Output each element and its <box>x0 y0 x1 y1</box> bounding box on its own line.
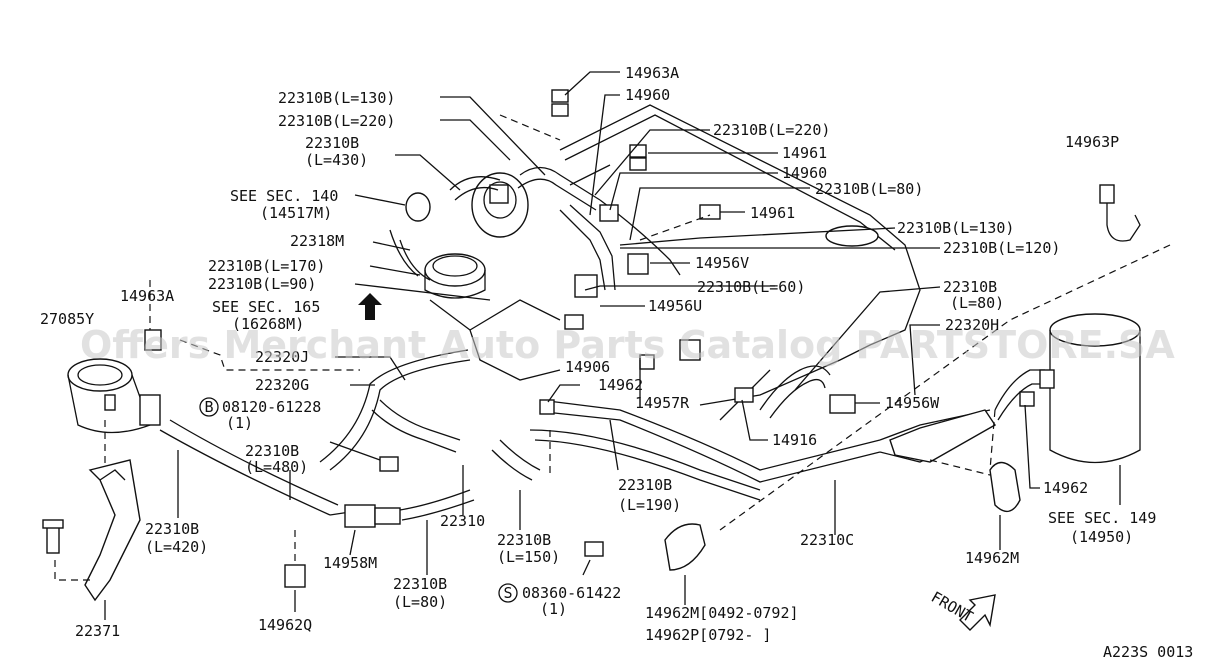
label-08120-61228: 08120-61228 <box>222 398 321 416</box>
label-14906: 14906 <box>565 358 610 376</box>
label-22310B-L150: 22310B <box>497 531 551 549</box>
label-qty-1-s: (1) <box>540 600 567 618</box>
marker-b: B <box>199 397 219 417</box>
label-14958M: 14958M <box>323 554 377 572</box>
label-22310B-L220-right: 22310B(L=220) <box>713 121 830 139</box>
label-22310B-L80-right: 22310B(L=80) <box>815 180 923 198</box>
label-22310B-L220-left: 22310B(L=220) <box>278 112 395 130</box>
label-qty-1-b: (1) <box>226 414 253 432</box>
diagram-code: A223S 0013 <box>1103 643 1193 661</box>
label-14961-b: 14961 <box>750 204 795 222</box>
part-labels: 14963A 14960 22310B(L=130) 22310B(L=220)… <box>40 64 1156 644</box>
label-22310B-L130-top: 22310B(L=130) <box>278 89 395 107</box>
label-22310B-L430: 22310B <box>305 134 359 152</box>
front-label: FRONT <box>928 588 976 626</box>
label-22310B-L90: 22310B(L=90) <box>208 275 316 293</box>
label-L430: (L=430) <box>305 151 368 169</box>
label-14963A-left: 14963A <box>120 287 174 305</box>
label-14961-a: 14961 <box>782 144 827 162</box>
label-22310B-L130-right: 22310B(L=130) <box>897 219 1014 237</box>
label-L480: (L=480) <box>245 458 308 476</box>
label-L190: (L=190) <box>618 496 681 514</box>
label-27085Y: 27085Y <box>40 310 94 328</box>
marker-b-letter: B <box>204 398 213 416</box>
label-14916: 14916 <box>772 431 817 449</box>
label-14960-b: 14960 <box>782 164 827 182</box>
label-22310B-L80-bottom: 22310B <box>393 575 447 593</box>
label-22371: 22371 <box>75 622 120 640</box>
label-L80-bottom: (L=80) <box>393 593 447 611</box>
watermark-text: Offers Merchant Auto Parts Catalog PARTS… <box>80 323 1175 367</box>
label-14517M: (14517M) <box>260 204 332 222</box>
label-22310B-L80-r2: 22310B <box>943 278 997 296</box>
bracket-22371 <box>42 420 141 602</box>
label-22310B-L170: 22310B(L=170) <box>208 257 325 275</box>
label-22320G: 22320G <box>255 376 309 394</box>
label-22320H: 22320H <box>945 316 999 334</box>
marker-s: S <box>498 583 518 603</box>
label-14960-top: 14960 <box>625 86 670 104</box>
label-14962-center: 14962 <box>598 376 643 394</box>
label-22310C: 22310C <box>800 531 854 549</box>
label-14950: (14950) <box>1070 528 1133 546</box>
leader-lines <box>104 71 1171 620</box>
label-22310B-L60: 22310B(L=60) <box>697 278 805 296</box>
label-22310B-L480: 22310B <box>245 442 299 460</box>
label-L80-r2: (L=80) <box>950 294 1004 312</box>
canister-27085Y <box>67 358 161 434</box>
label-14962-right: 14962 <box>1043 479 1088 497</box>
label-22318M: 22318M <box>290 232 344 250</box>
label-14956V: 14956V <box>695 254 749 272</box>
label-22310B-L190: 22310B <box>618 476 672 494</box>
label-22320J: 22320J <box>255 348 309 366</box>
label-L150: (L=150) <box>497 548 560 566</box>
label-22310B-L420: 22310B <box>145 520 199 538</box>
label-16268M: (16268M) <box>232 315 304 333</box>
label-14956W: 14956W <box>885 394 940 412</box>
marker-s-letter: S <box>503 584 512 602</box>
clips-connectors <box>144 89 1141 588</box>
label-22310: 22310 <box>440 512 485 530</box>
front-arrow-icon <box>959 594 996 631</box>
label-08360-61422: 08360-61422 <box>522 584 621 602</box>
reservoir-14950 <box>1039 313 1141 464</box>
label-14963P: 14963P <box>1065 133 1119 151</box>
label-L420: (L=420) <box>145 538 208 556</box>
label-see-sec-140: SEE SEC. 140 <box>230 187 338 205</box>
arrow-up-icon <box>358 293 382 320</box>
label-14963A-top: 14963A <box>625 64 679 82</box>
label-see-sec-165: SEE SEC. 165 <box>212 298 320 316</box>
label-14962M-range: 14962M[0492-0792] <box>645 604 799 622</box>
label-14956U: 14956U <box>648 297 702 315</box>
label-see-sec-149: SEE SEC. 149 <box>1048 509 1156 527</box>
label-14962Q: 14962Q <box>258 616 312 634</box>
label-22310B-L120: 22310B(L=120) <box>943 239 1060 257</box>
label-14962M-right: 14962M <box>965 549 1019 567</box>
label-14962P-range: 14962P[0792- ] <box>645 626 771 644</box>
label-14957R: 14957R <box>635 394 690 412</box>
